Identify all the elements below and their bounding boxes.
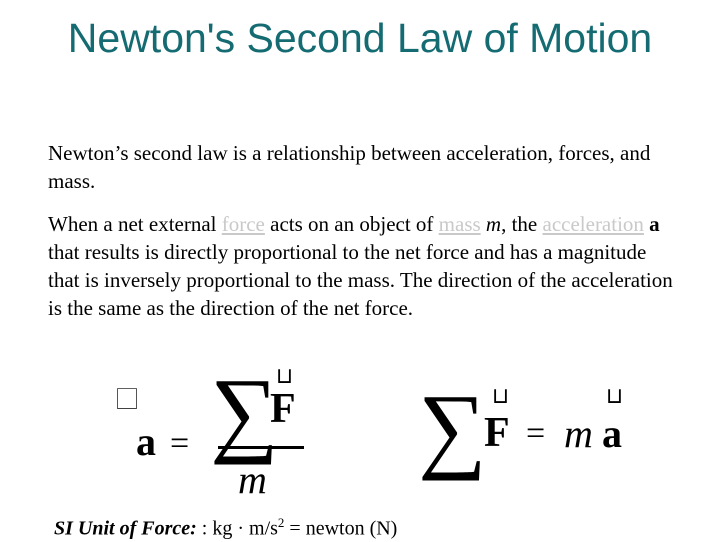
equation1-sigma: ∑ <box>210 358 279 465</box>
definition-text: acts on an object of <box>264 212 439 236</box>
fraction-bar <box>218 446 304 449</box>
acceleration-symbol: a <box>649 212 660 236</box>
si-unit-text: = newton (N) <box>284 517 398 540</box>
equation-product-form: ∑ ⊔ F = m ⊔ a <box>418 380 648 480</box>
equation2-a: a <box>602 411 622 456</box>
equation-fraction-form: ⃞ a = ∑ ⊔ F m <box>130 358 330 502</box>
si-unit-text: : kg · m/s <box>196 517 278 540</box>
equation2-m: m <box>564 411 593 456</box>
vector-mark-F-icon: ⊔ <box>276 364 294 389</box>
equation2-equals: = <box>526 415 546 452</box>
equation2-sigma: ∑ <box>418 374 487 481</box>
equation1-denominator: m <box>238 457 267 502</box>
mass-symbol: m <box>485 212 502 236</box>
definition-text: that results is directly proportional to… <box>48 240 673 320</box>
si-unit-label: SI Unit of Force: <box>54 517 197 540</box>
slide-title: Newton's Second Law of Motion <box>67 15 653 61</box>
equation1-equals: = <box>170 425 190 462</box>
intro-paragraph: Newton’s second law is a relationship be… <box>48 141 651 193</box>
si-unit-exponent: 2 <box>277 515 285 530</box>
equation1-a: a <box>136 419 156 464</box>
equation1-F: F <box>270 386 296 432</box>
definition-text: , the <box>501 212 543 236</box>
mass-link[interactable]: mass <box>438 212 481 236</box>
definition-text: When a net external <box>48 212 222 236</box>
acceleration-link[interactable]: acceleration <box>542 212 644 236</box>
definition-paragraph: When a net external force acts on an obj… <box>48 210 678 322</box>
equation2-F: F <box>484 410 510 456</box>
si-unit-line: SI Unit of Force: : kg · m/s2 = newton (… <box>54 510 694 542</box>
force-link[interactable]: force <box>221 212 265 236</box>
vector-mark-a-icon: ⊔ <box>606 384 624 409</box>
vector-mark-F-icon: ⊔ <box>492 384 510 409</box>
